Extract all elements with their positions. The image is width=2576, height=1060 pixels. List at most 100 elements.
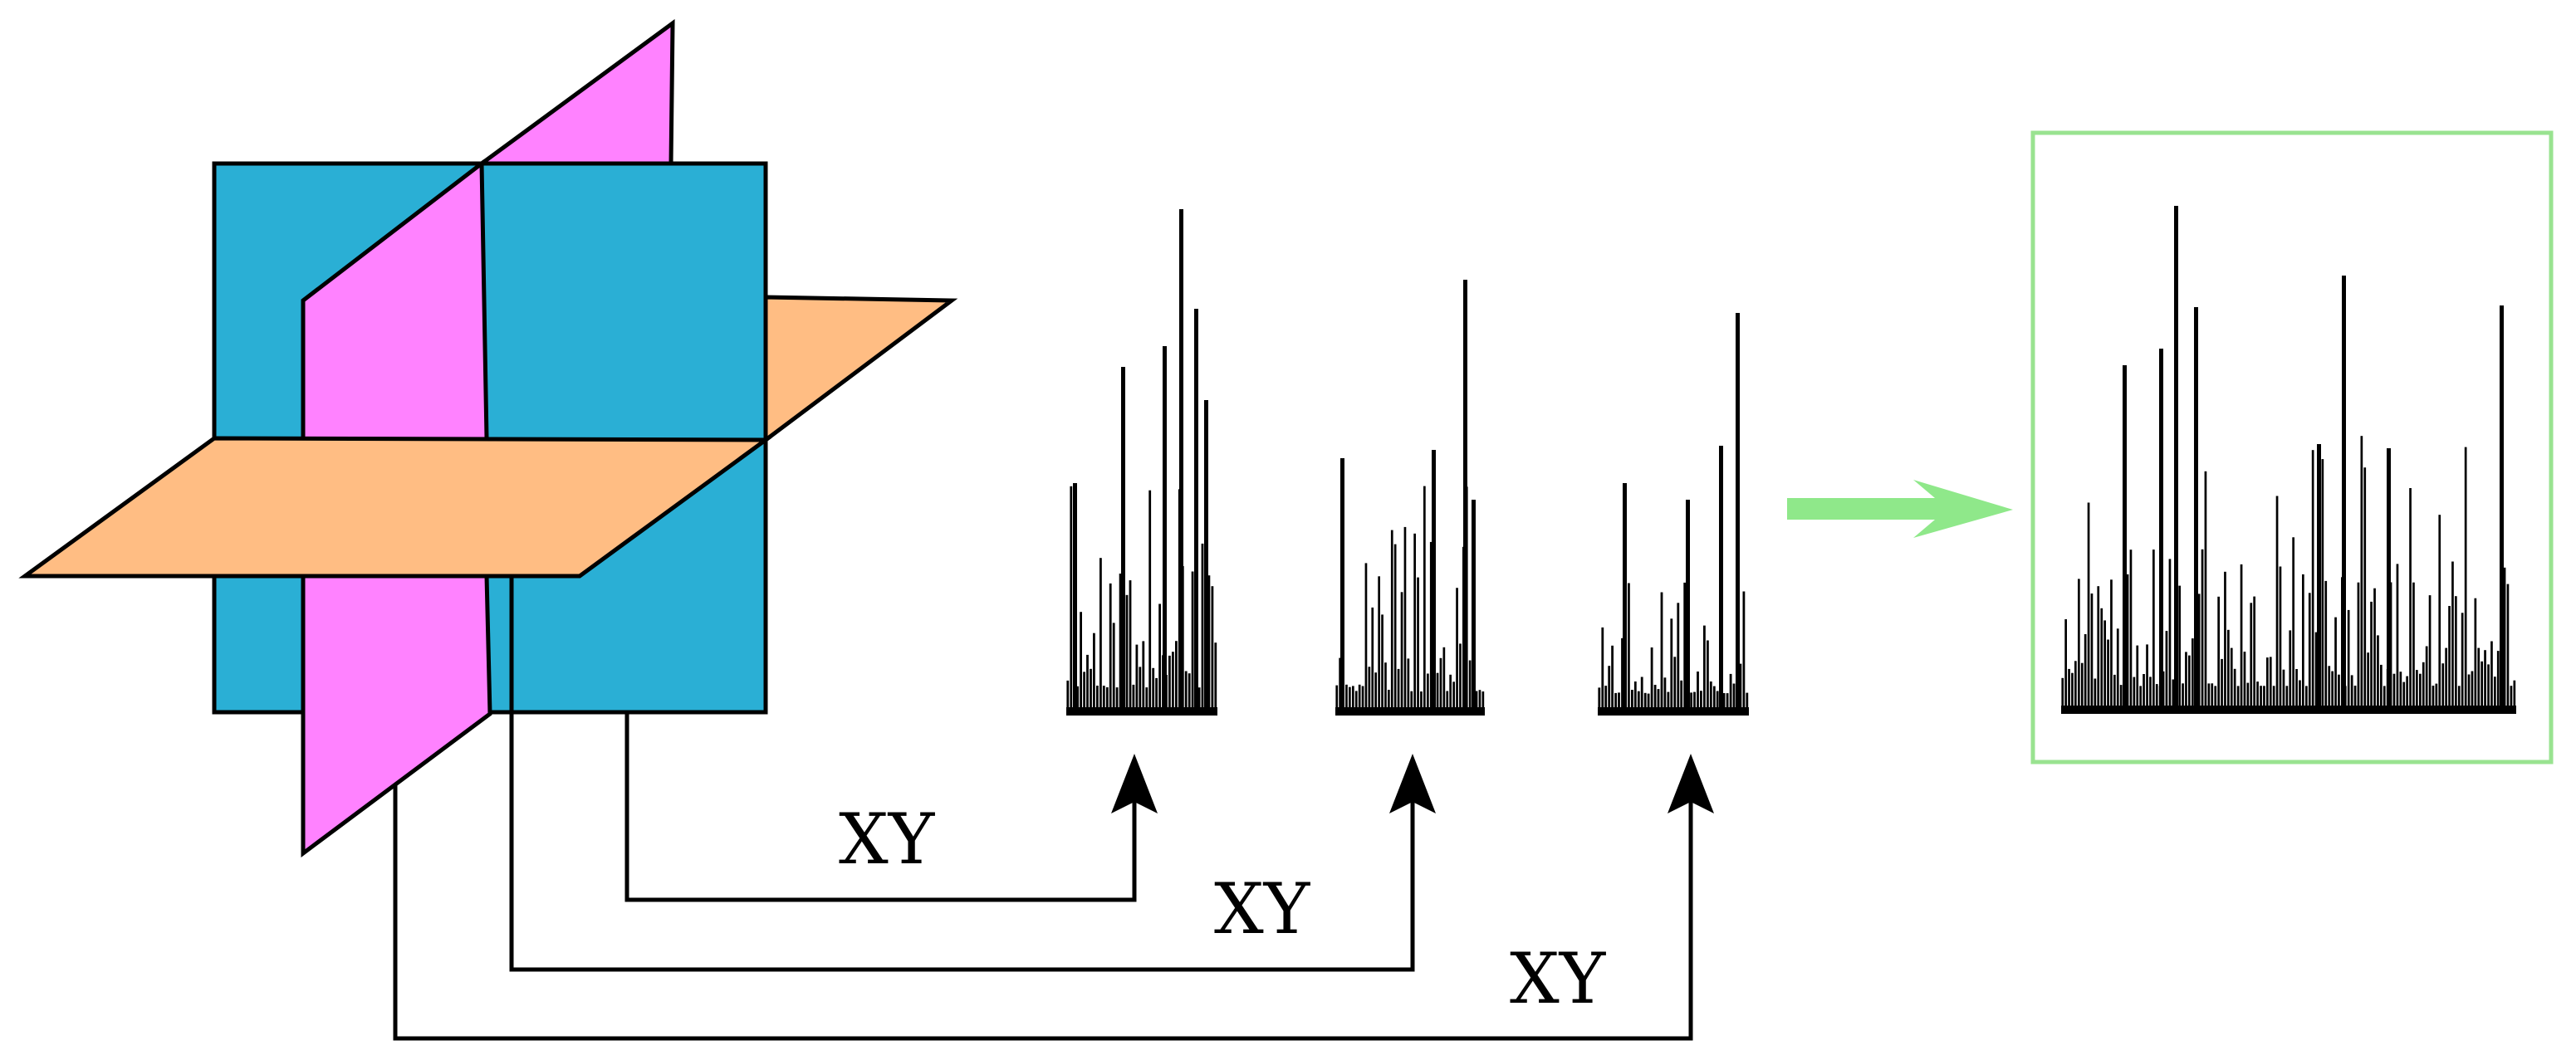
histogram-bar xyxy=(2246,682,2250,714)
histogram-bar xyxy=(2441,663,2445,714)
histogram-bar xyxy=(2078,579,2080,714)
histogram-bar xyxy=(2457,686,2461,714)
histogram-peak xyxy=(1073,483,1077,716)
histogram-bar xyxy=(2080,662,2084,714)
histogram-bar xyxy=(2107,639,2109,714)
histogram-bar xyxy=(2477,647,2481,714)
histogram-peak xyxy=(2317,444,2321,714)
histogram-bar xyxy=(2373,588,2376,714)
histogram-bar xyxy=(2256,681,2259,714)
histogram-bar xyxy=(2510,686,2513,714)
histogram-bar xyxy=(2471,671,2474,714)
histogram-bar xyxy=(2412,582,2415,714)
histogram-2 xyxy=(1335,280,1485,716)
histogram-base xyxy=(2061,706,2516,714)
histogram-bar xyxy=(1712,686,1716,716)
histogram-bar xyxy=(1436,672,1439,716)
histogram-bar xyxy=(2094,678,2097,714)
histogram-bar xyxy=(2331,671,2334,714)
histogram-bar xyxy=(2399,672,2402,714)
histogram-bar xyxy=(2197,594,2201,714)
histogram-bar xyxy=(1657,689,1660,716)
histogram-bar xyxy=(1420,691,1423,716)
histogram-bar xyxy=(2302,574,2304,714)
histogram-bar xyxy=(2201,549,2204,714)
histogram-bar xyxy=(2152,550,2155,714)
histogram-bar xyxy=(1742,591,1746,716)
histogram-bar xyxy=(2087,502,2090,714)
histogram-bar xyxy=(2363,467,2367,714)
histogram-bar xyxy=(1452,681,1455,716)
histogram-bar xyxy=(1119,574,1122,716)
histogram-peak xyxy=(2174,206,2178,714)
histogram-bar xyxy=(2360,436,2363,714)
histogram-bar xyxy=(2438,515,2441,714)
histogram-bar xyxy=(1361,686,1364,716)
histogram-bar xyxy=(1628,583,1630,716)
histogram-peak xyxy=(1121,367,1125,716)
histogram-bar xyxy=(1172,652,1174,716)
histogram-bar xyxy=(1423,486,1426,716)
histogram-peak xyxy=(1432,450,1436,716)
histogram-bar xyxy=(1371,607,1374,716)
histogram-bar xyxy=(1083,672,1085,716)
histogram-peak xyxy=(2123,365,2127,714)
histogram-bar xyxy=(2260,686,2262,714)
histogram-bar xyxy=(2357,582,2360,714)
histogram-bar xyxy=(1703,625,1706,716)
histogram-bar xyxy=(2182,683,2184,714)
histogram-bar xyxy=(2146,644,2148,714)
histogram-bar xyxy=(1618,692,1620,716)
histogram-bar xyxy=(2192,638,2194,714)
histogram-bar xyxy=(2204,471,2207,714)
histogram-bar xyxy=(2172,679,2175,714)
histogram-bar xyxy=(2165,631,2168,714)
histogram-bar xyxy=(1481,691,1485,716)
histogram-bar xyxy=(2292,537,2294,714)
histogram-bar xyxy=(1446,691,1449,716)
histogram-bar xyxy=(1604,686,1608,716)
histogram-bar xyxy=(1125,594,1129,716)
histogram-bar xyxy=(2074,661,2077,714)
histogram-bar xyxy=(1700,691,1702,716)
histogram-bar xyxy=(1339,657,1341,716)
histogram-bar xyxy=(2149,677,2152,714)
histogram-bar xyxy=(1374,672,1377,716)
histogram-bar xyxy=(1175,641,1178,716)
histogram-bar xyxy=(2367,652,2369,714)
histogram-bar xyxy=(2188,655,2191,714)
histogram-bar xyxy=(2416,670,2418,714)
histogram-bar xyxy=(1647,693,1650,716)
histogram-bar xyxy=(2116,628,2119,714)
arrowhead-up-2 xyxy=(1389,754,1436,813)
histogram-bar xyxy=(1633,681,1637,716)
histogram-bar xyxy=(2113,674,2116,714)
histogram-bar xyxy=(2308,593,2311,714)
histogram-bar xyxy=(1354,691,1358,716)
histogram-bar xyxy=(1368,667,1371,716)
histogram-bar xyxy=(1722,693,1726,716)
histogram-bar xyxy=(2110,579,2113,714)
histogram-bar xyxy=(1729,673,1732,716)
histogram-bar xyxy=(2221,658,2223,714)
histogram-bar xyxy=(2350,675,2353,714)
histogram-bar xyxy=(1716,691,1719,716)
histogram-bar xyxy=(2233,668,2236,714)
histogram-peak xyxy=(1719,446,1723,716)
histogram-bar xyxy=(1429,541,1432,716)
histogram-bar xyxy=(1413,533,1416,716)
histogram-bar xyxy=(1349,686,1351,716)
histogram-peak xyxy=(2387,448,2391,714)
histogram-bar xyxy=(2347,609,2350,714)
histogram-bar xyxy=(1608,666,1611,716)
histogram-bar xyxy=(1142,641,1145,716)
histogram-bar xyxy=(1201,543,1204,716)
histogram-bar xyxy=(1693,691,1696,716)
histogram-bar xyxy=(1358,684,1361,716)
histogram-bar xyxy=(2243,652,2246,714)
histogram-bar xyxy=(1739,663,1742,716)
histogram-bar xyxy=(1400,592,1403,716)
histogram-bar xyxy=(2321,459,2324,714)
histogram-bar xyxy=(1442,647,1446,716)
histogram-bar xyxy=(1637,691,1640,716)
